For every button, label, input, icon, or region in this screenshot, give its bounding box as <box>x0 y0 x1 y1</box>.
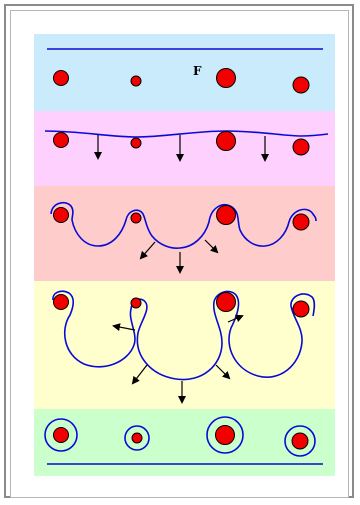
stage-1-band <box>34 34 335 111</box>
stage-2-plate-line <box>44 130 329 138</box>
stage-3-plate-line <box>50 201 317 249</box>
stage-4-grain-3 <box>216 292 236 312</box>
stage-4-grain-2 <box>130 297 142 309</box>
stage-5-shell-3 <box>206 416 244 454</box>
stage-2-grain-1 <box>53 132 69 148</box>
stage-2-grain-2 <box>130 137 142 149</box>
stage-2-grain-4 <box>292 138 310 156</box>
stage-4-force-arrow-1 <box>112 323 136 332</box>
stage-5-shell-4 <box>284 425 316 457</box>
stage-2-grain-3 <box>216 131 236 151</box>
stage-5-shell-1 <box>44 418 78 452</box>
stage-5-grain-1 <box>53 427 69 443</box>
stage-1-grain-1 <box>53 70 69 86</box>
stage-5-shell-2 <box>124 425 150 451</box>
stage-1-grain-4 <box>292 76 310 94</box>
stage-3-grain-4 <box>292 213 310 231</box>
stage-4-force-arrow-5 <box>215 364 231 380</box>
stage-4-grain-4 <box>292 300 310 318</box>
stage-2-band <box>34 111 335 186</box>
stage-3-force-arrow-3 <box>204 239 219 254</box>
stage-3-force-arrow-1 <box>139 241 156 260</box>
stage-5-grain-2 <box>131 432 143 444</box>
stage-3-grain-3 <box>216 205 236 225</box>
stage-5-grain-4 <box>291 432 309 450</box>
stage-4-grain-1 <box>53 294 69 310</box>
stage-4-force-arrow-3 <box>131 364 148 385</box>
stage-4-band <box>34 281 335 409</box>
stage-4-force-arrow-2 <box>227 314 244 323</box>
stage-5-band <box>34 409 335 476</box>
force-label: F <box>193 64 202 78</box>
stage-5-grain-3 <box>215 425 235 445</box>
stage-3-grain-2 <box>130 212 142 224</box>
stage-4-plate-line <box>52 290 316 381</box>
stage-3-grain-1 <box>53 207 69 223</box>
stage-1-grain-2 <box>130 75 142 87</box>
stage-1-grain-3 <box>216 68 236 88</box>
stage-3-band <box>34 186 335 281</box>
